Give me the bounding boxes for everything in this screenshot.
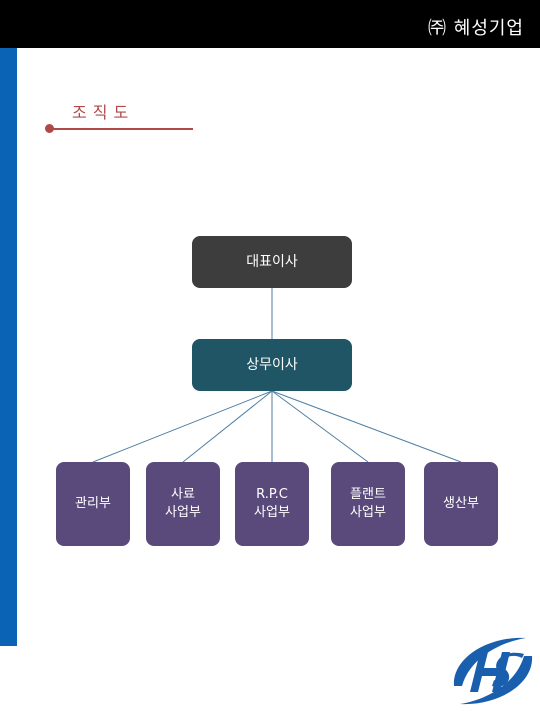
left-accent-bar xyxy=(0,48,17,646)
managing-director-box: 상무이사 xyxy=(192,339,352,391)
connector-md-dept-2 xyxy=(182,390,273,463)
title-bullet-dot xyxy=(45,124,54,133)
dept-box-rpc: R.P.C 사업부 xyxy=(235,462,309,546)
dept-box-plant: 플랜트 사업부 xyxy=(331,462,405,546)
title-underline xyxy=(50,128,193,130)
connector-md-dept-5 xyxy=(271,390,462,463)
company-name: ㈜ 혜성기업 xyxy=(428,18,524,39)
ceo-box: 대표이사 xyxy=(192,236,352,288)
hs-logo-icon xyxy=(453,637,533,705)
dept-box-admin: 관리부 xyxy=(56,462,130,546)
connector-md-dept-1 xyxy=(92,390,273,463)
header-bar: ㈜ 혜성기업 xyxy=(0,0,540,48)
dept-box-feed: 사료 사업부 xyxy=(146,462,220,546)
connector-md-dept-4 xyxy=(271,390,369,463)
section-title: 조직도 xyxy=(72,103,135,122)
dept-box-production: 생산부 xyxy=(424,462,498,546)
